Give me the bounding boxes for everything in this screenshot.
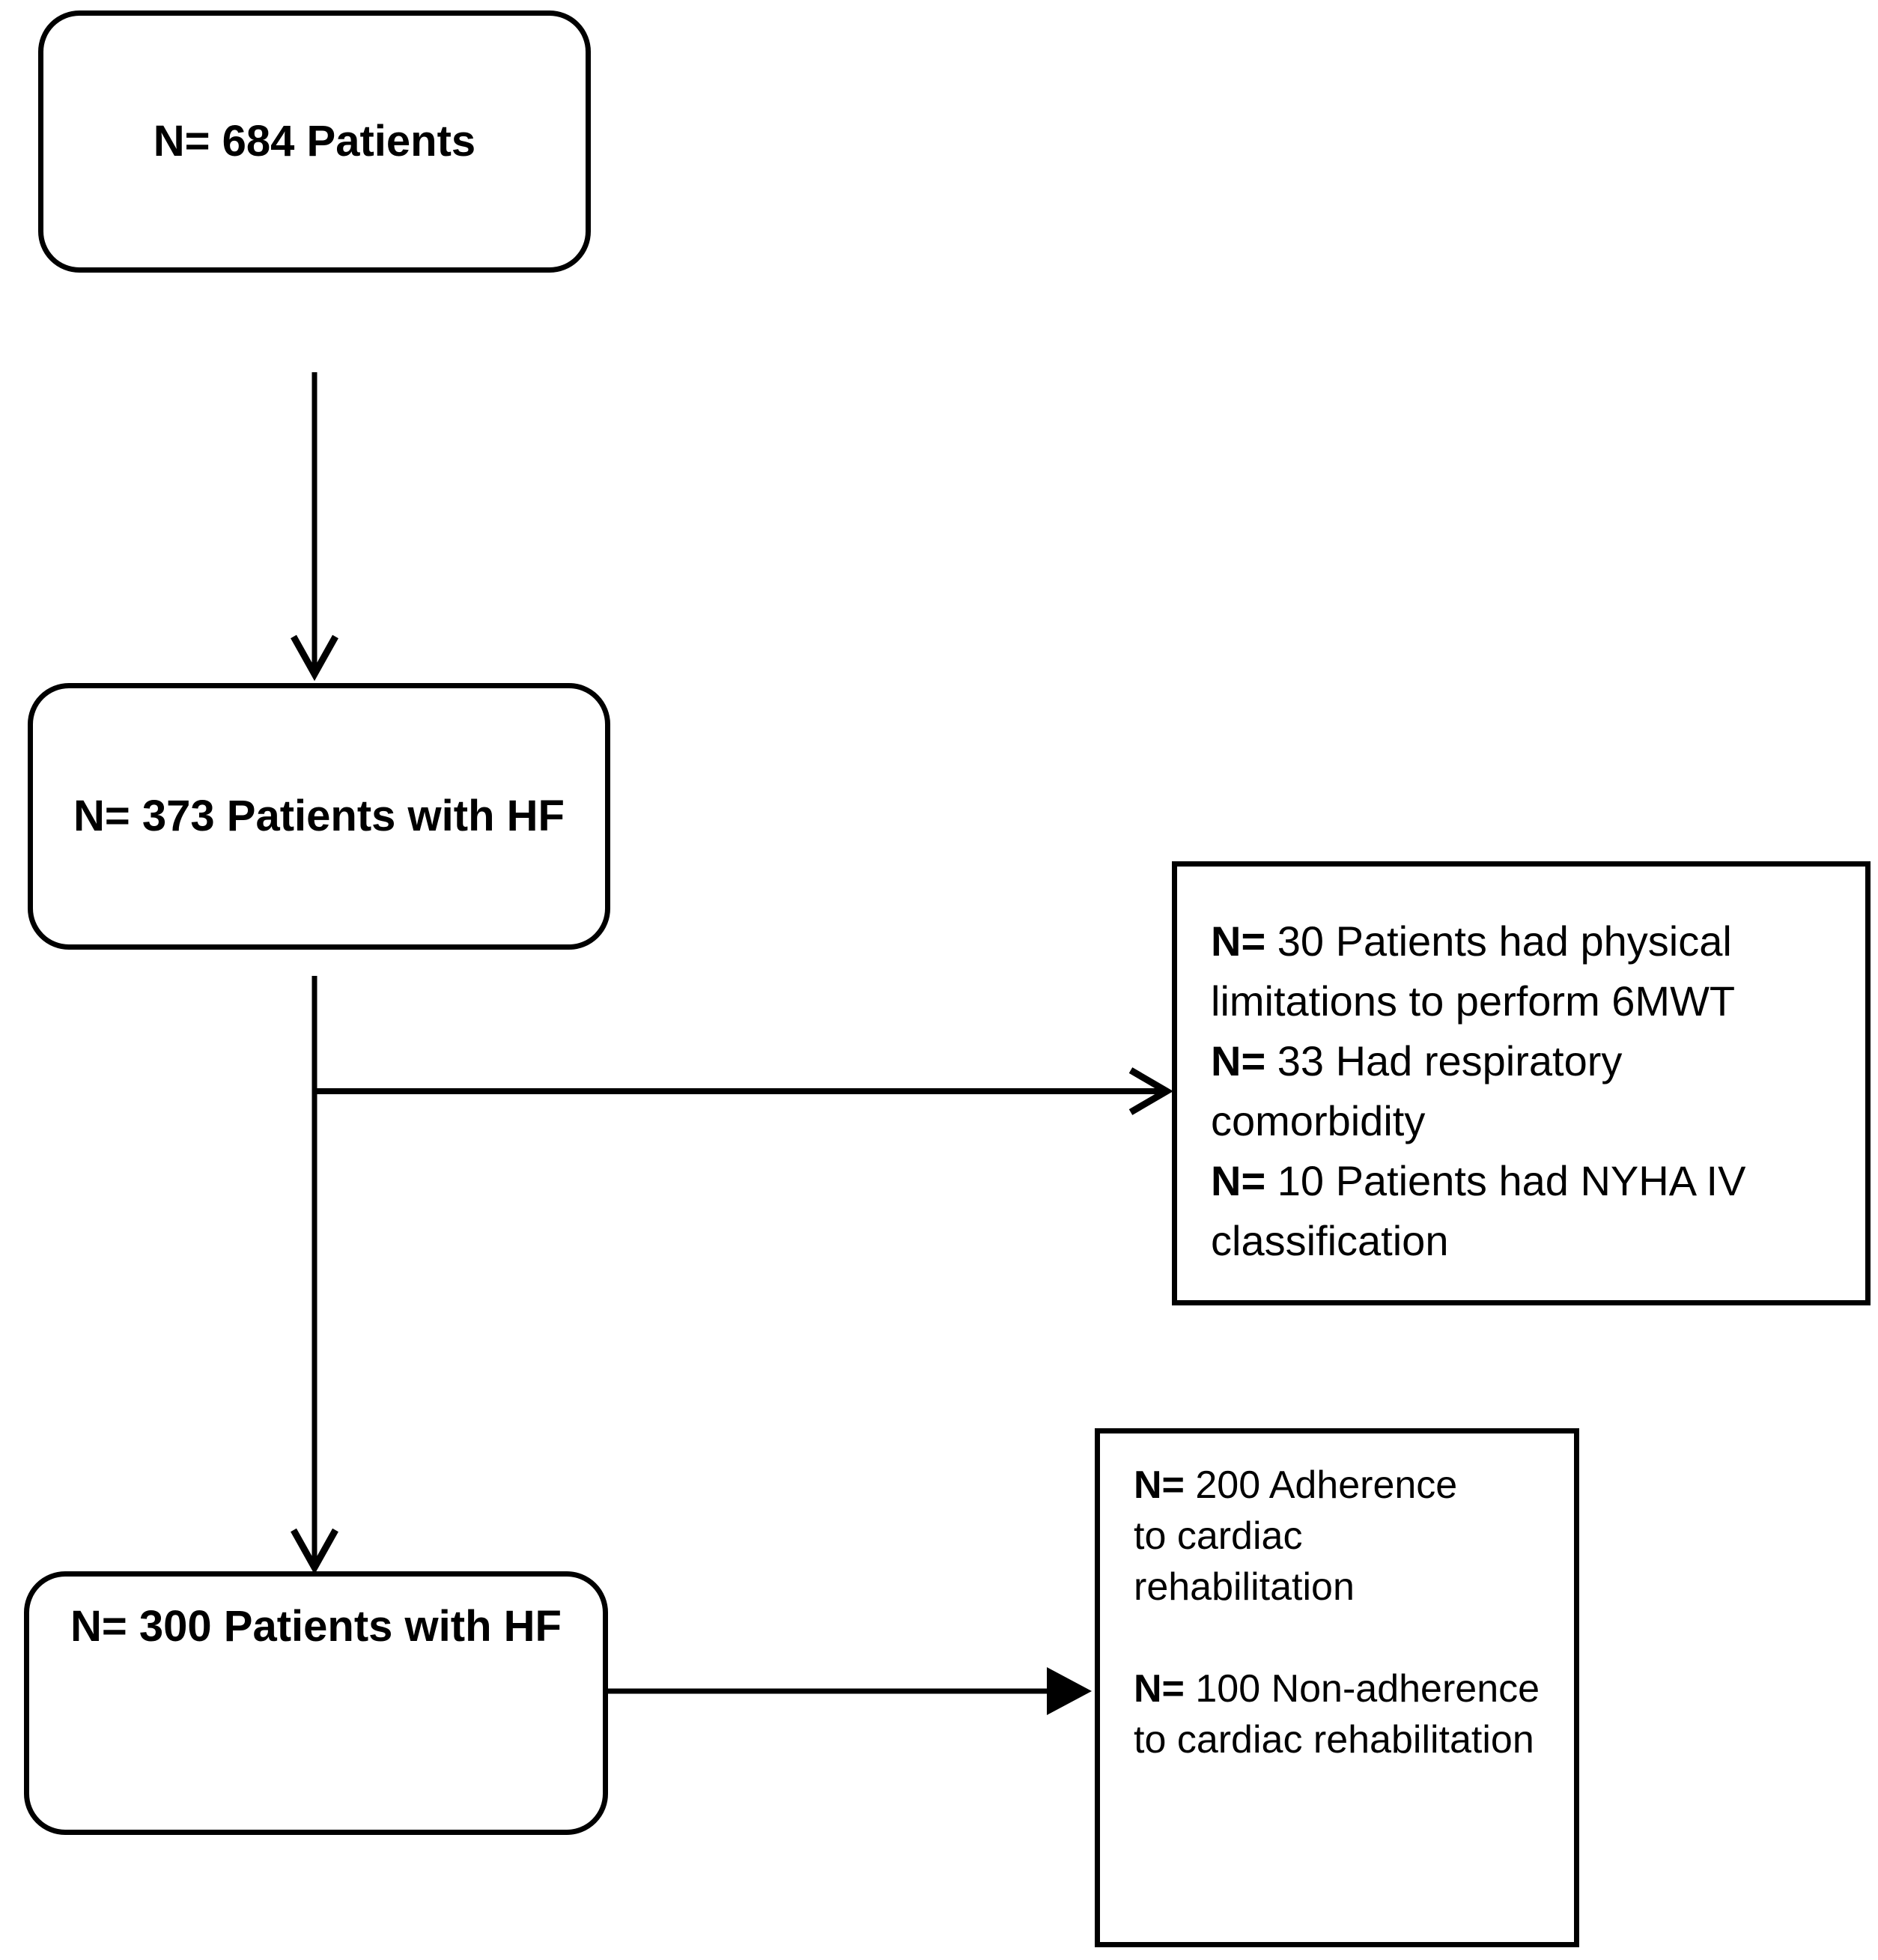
node-300-patients-hf-label: N= 300 Patients with HF: [70, 1602, 562, 1651]
exclusion-line: limitations to perform 6MWT: [1211, 977, 1736, 1025]
exclusion-line: N= 30 Patients had physical: [1211, 917, 1732, 965]
node-684-patients-label: N= 684 Patients: [153, 117, 476, 166]
exclusion-line: N= 33 Had respiratory: [1211, 1037, 1623, 1084]
arrow-684-to-373: [291, 372, 338, 682]
outcome-line: N= 100 Non-adherence: [1134, 1667, 1540, 1711]
node-684-patients: N= 684 Patients: [38, 10, 591, 273]
node-300-patients-hf: N= 300 Patients with HF: [24, 1571, 608, 1835]
arrow-branch-to-exclusions: [314, 1067, 1173, 1115]
node-373-patients-hf: N= 373 Patients with HF: [28, 683, 610, 950]
exclusion-line: comorbidity: [1211, 1097, 1426, 1144]
exclusion-line: classification: [1211, 1217, 1449, 1264]
outcome-line: rehabilitation: [1134, 1565, 1355, 1609]
outcome-line: to cardiac: [1134, 1514, 1303, 1558]
outcome-line-spacer: [1134, 1612, 1559, 1663]
outcome-line: N= 200 Adherence: [1134, 1463, 1458, 1507]
arrow-300-to-outcomes: [608, 1667, 1092, 1715]
arrow-373-to-300: [291, 976, 338, 1575]
node-exclusions: N= 30 Patients had physical limitations …: [1172, 861, 1871, 1305]
node-373-patients-hf-label: N= 373 Patients with HF: [73, 792, 565, 840]
exclusion-line: N= 10 Patients had NYHA IV: [1211, 1157, 1746, 1204]
node-outcomes: N= 200 Adherence to cardiac rehabilitati…: [1095, 1428, 1579, 1947]
outcome-line: to cardiac rehabilitation: [1134, 1718, 1534, 1762]
